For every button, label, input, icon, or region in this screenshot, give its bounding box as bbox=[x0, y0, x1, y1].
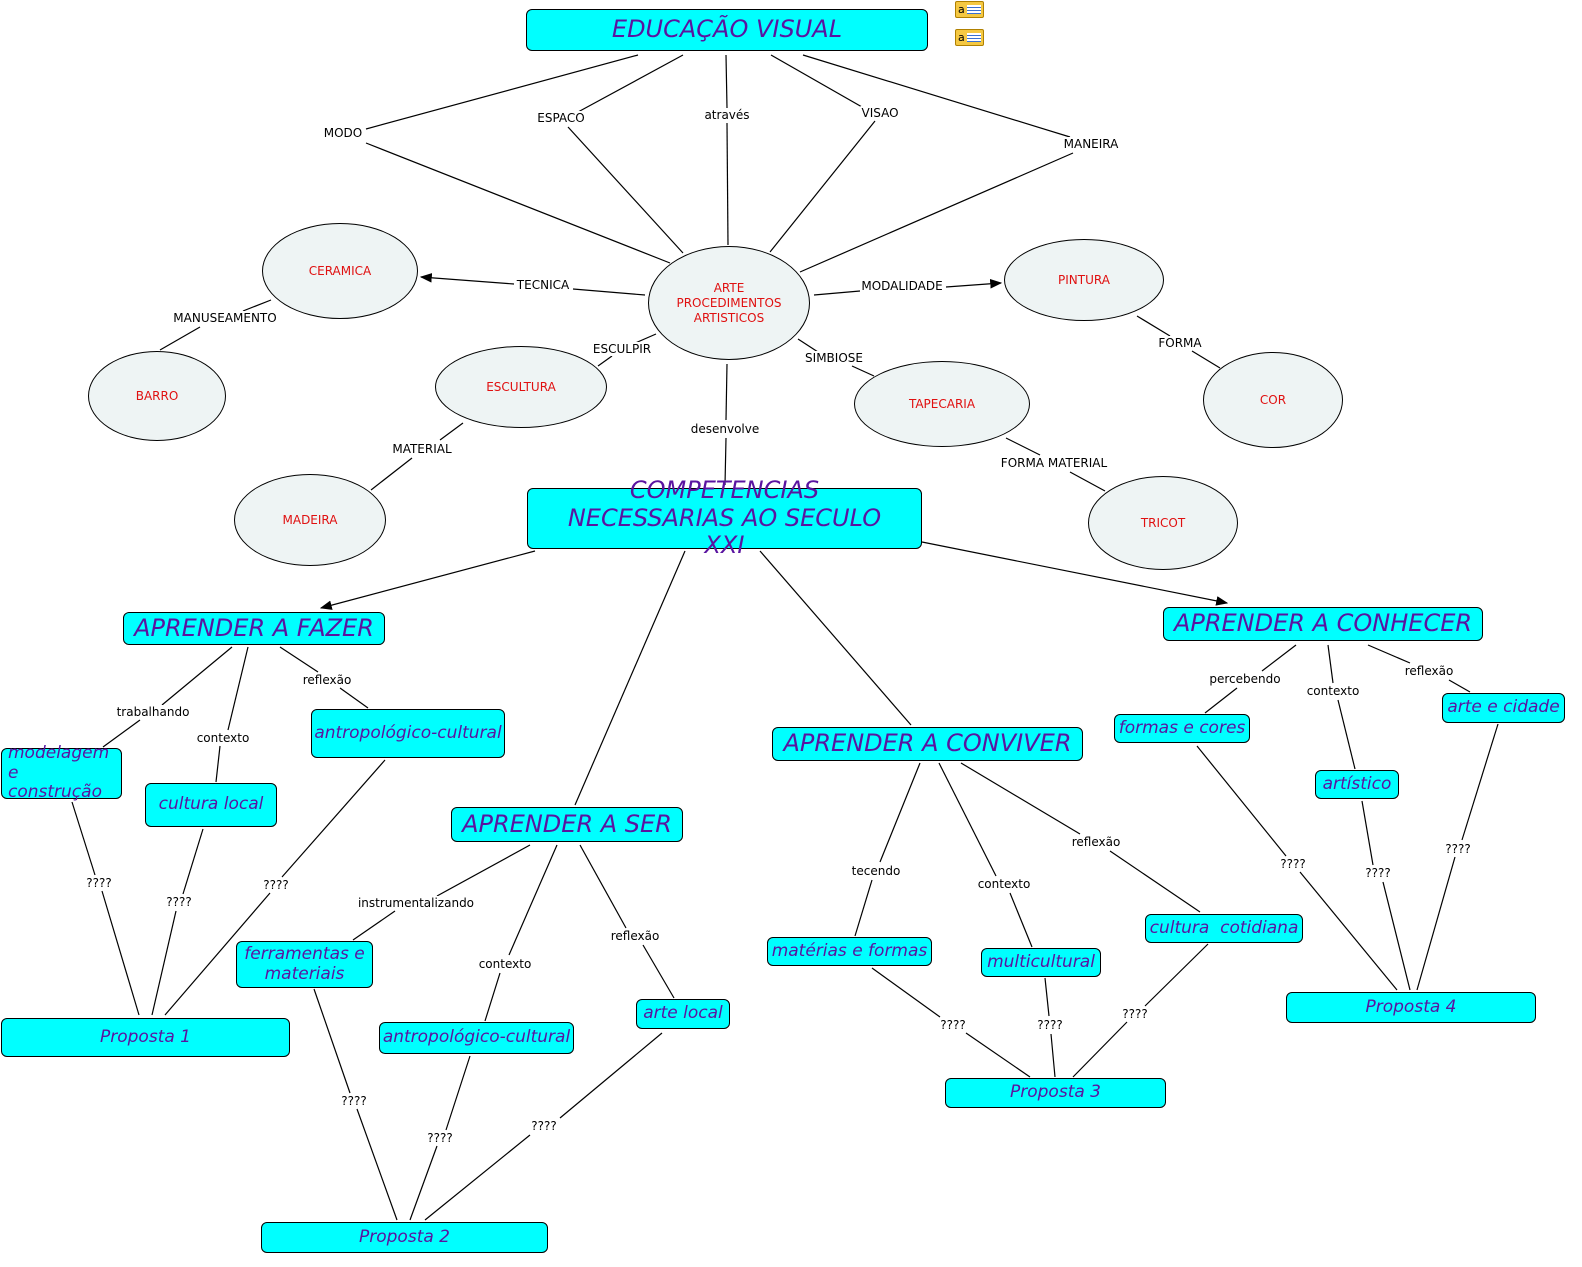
annotation-icon[interactable]: a bbox=[955, 1, 984, 18]
concept-artistico[interactable]: artístico bbox=[1315, 770, 1399, 799]
concept-aprender-a-conviver[interactable]: APRENDER A CONVIVER bbox=[772, 727, 1083, 761]
link-label[interactable]: percebendo bbox=[1208, 672, 1282, 686]
link-label[interactable]: MATERIAL bbox=[391, 442, 453, 456]
link-label[interactable]: TECNICA bbox=[515, 278, 571, 292]
link-label-unknown[interactable]: ???? bbox=[1279, 857, 1307, 871]
link-label-unknown[interactable]: ???? bbox=[426, 1131, 454, 1145]
link-label-unknown[interactable]: ???? bbox=[1036, 1018, 1064, 1032]
concept-proposta-1[interactable]: Proposta 1 bbox=[1, 1018, 290, 1057]
concept-aprender-a-conhecer[interactable]: APRENDER A CONHECER bbox=[1163, 607, 1483, 641]
link-label[interactable]: contexto bbox=[477, 957, 533, 971]
concept-arte[interactable]: ARTE PROCEDIMENTOS ARTISTICOS bbox=[648, 246, 810, 360]
concept-ceramica[interactable]: CERAMICA bbox=[262, 223, 418, 319]
concept-antropologico-cultural[interactable]: antropológico-cultural bbox=[379, 1022, 574, 1054]
link-label-unknown[interactable]: ???? bbox=[85, 876, 113, 890]
link-label-unknown[interactable]: ???? bbox=[1444, 842, 1472, 856]
concept-competencias[interactable]: COMPETENCIAS NECESSARIAS AO SECULO XXI bbox=[527, 476, 922, 559]
link-label[interactable]: ESPACO bbox=[536, 111, 586, 125]
concept-cor[interactable]: COR bbox=[1203, 352, 1343, 448]
concept-cultura-cotidiana[interactable]: cultura cotidiana bbox=[1145, 914, 1303, 943]
concept-escultura[interactable]: ESCULTURA bbox=[435, 346, 607, 428]
link-label[interactable]: MODALIDADE bbox=[860, 279, 944, 293]
link-label[interactable]: MANEIRA bbox=[1062, 137, 1120, 151]
link-label-unknown[interactable]: ???? bbox=[1364, 866, 1392, 880]
concept-pintura[interactable]: PINTURA bbox=[1004, 239, 1164, 321]
concept-multicultural[interactable]: multicultural bbox=[981, 948, 1101, 977]
concept-aprender-a-fazer[interactable]: APRENDER A FAZER bbox=[123, 612, 385, 645]
link-label[interactable]: através bbox=[703, 108, 751, 122]
concept-materias-e-formas[interactable]: matérias e formas bbox=[767, 937, 932, 966]
link-label[interactable]: desenvolve bbox=[689, 422, 761, 436]
concept-ferramentas[interactable]: ferramentas e materiais bbox=[236, 941, 373, 988]
annotation-icon[interactable]: a bbox=[955, 29, 984, 46]
link-label-unknown[interactable]: ???? bbox=[1121, 1007, 1149, 1021]
concept-madeira[interactable]: MADEIRA bbox=[234, 474, 386, 566]
concept-educacao-visual[interactable]: EDUCAÇÃO VISUAL bbox=[526, 9, 928, 51]
link-label[interactable]: FORMA bbox=[1157, 336, 1203, 350]
link-label[interactable]: contexto bbox=[195, 731, 251, 745]
link-label-unknown[interactable]: ???? bbox=[939, 1018, 967, 1032]
link-label[interactable]: trabalhando bbox=[115, 705, 191, 719]
concept-proposta-2[interactable]: Proposta 2 bbox=[261, 1222, 548, 1253]
link-label-unknown[interactable]: ???? bbox=[165, 895, 193, 909]
link-label[interactable]: instrumentalizando bbox=[356, 896, 476, 910]
concept-proposta-3[interactable]: Proposta 3 bbox=[945, 1078, 1166, 1108]
link-label[interactable]: reflexão bbox=[301, 673, 353, 687]
concept-tricot[interactable]: TRICOT bbox=[1088, 476, 1238, 570]
concept-arte-local[interactable]: arte local bbox=[636, 999, 730, 1029]
concept-barro[interactable]: BARRO bbox=[88, 351, 226, 441]
link-label[interactable]: reflexão bbox=[609, 929, 661, 943]
concept-proposta-4[interactable]: Proposta 4 bbox=[1286, 992, 1536, 1023]
link-lines bbox=[71, 54, 1499, 1221]
link-label[interactable]: contexto bbox=[1305, 684, 1361, 698]
concept-modelagem[interactable]: modelagem e construção bbox=[1, 743, 122, 802]
link-label[interactable]: SIMBIOSE bbox=[804, 351, 864, 365]
link-label[interactable]: reflexão bbox=[1403, 664, 1455, 678]
link-label[interactable]: MANUSEAMENTO bbox=[172, 311, 278, 325]
link-label-unknown[interactable]: ???? bbox=[340, 1094, 368, 1108]
link-label[interactable]: tecendo bbox=[850, 864, 902, 878]
concept-formas-e-cores[interactable]: formas e cores bbox=[1114, 714, 1250, 743]
link-label-unknown[interactable]: ???? bbox=[530, 1119, 558, 1133]
concept-arte-e-cidade[interactable]: arte e cidade bbox=[1442, 693, 1565, 723]
link-label-unknown[interactable]: ???? bbox=[262, 878, 290, 892]
link-label[interactable]: FORMA MATERIAL bbox=[999, 456, 1109, 470]
concept-antropologico-cultural[interactable]: antropológico-cultural bbox=[311, 709, 505, 758]
link-label[interactable]: ESCULPIR bbox=[591, 342, 653, 356]
concept-cultura-local[interactable]: cultura local bbox=[145, 783, 277, 827]
link-label[interactable]: contexto bbox=[976, 877, 1032, 891]
link-label[interactable]: reflexão bbox=[1070, 835, 1122, 849]
concept-aprender-a-ser[interactable]: APRENDER A SER bbox=[451, 807, 683, 842]
link-label[interactable]: MODO bbox=[322, 126, 364, 140]
concept-tapecaria[interactable]: TAPECARIA bbox=[854, 361, 1030, 447]
link-label[interactable]: VISAO bbox=[860, 106, 900, 120]
